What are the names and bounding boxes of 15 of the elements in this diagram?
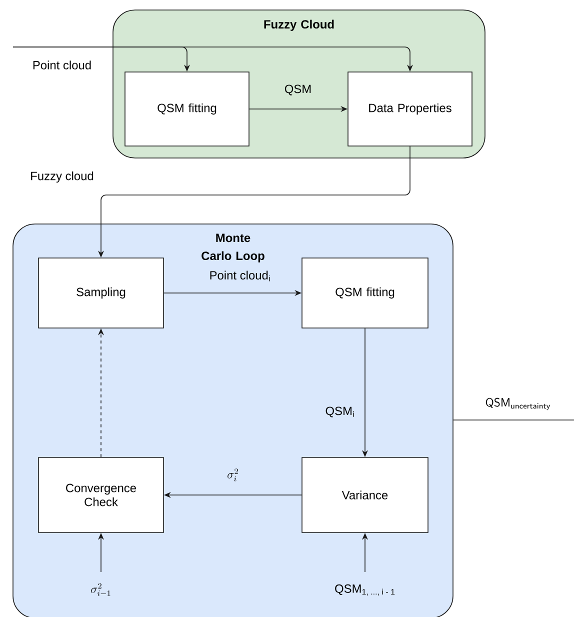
edge-label: QSM$_{1, ..., i - 1}$ [335,584,395,596]
edge-label: $\sigma_{i-1}^2$ [91,583,110,596]
edge-label: $\mathsf{QSM}_{\mathsf{uncertainty}}$ [486,398,550,410]
edge-label: QSM$_{i}$ [326,406,354,418]
edge-label: $\sigma_i^2$ [228,468,238,482]
edge-label: Point cloud [33,60,91,70]
process-box: Variance [302,457,428,533]
process-box: Data Properties [348,72,472,146]
process-box: QSM fitting [302,258,428,328]
edge-label: Point cloud$_{i}$ [210,270,270,282]
process-box: QSM fitting [124,72,250,146]
process-box: Sampling [38,258,164,328]
process-box: Convergence Check [38,457,164,533]
edge-label: QSM [284,84,311,96]
edge-label: Fuzzy cloud [31,171,94,183]
